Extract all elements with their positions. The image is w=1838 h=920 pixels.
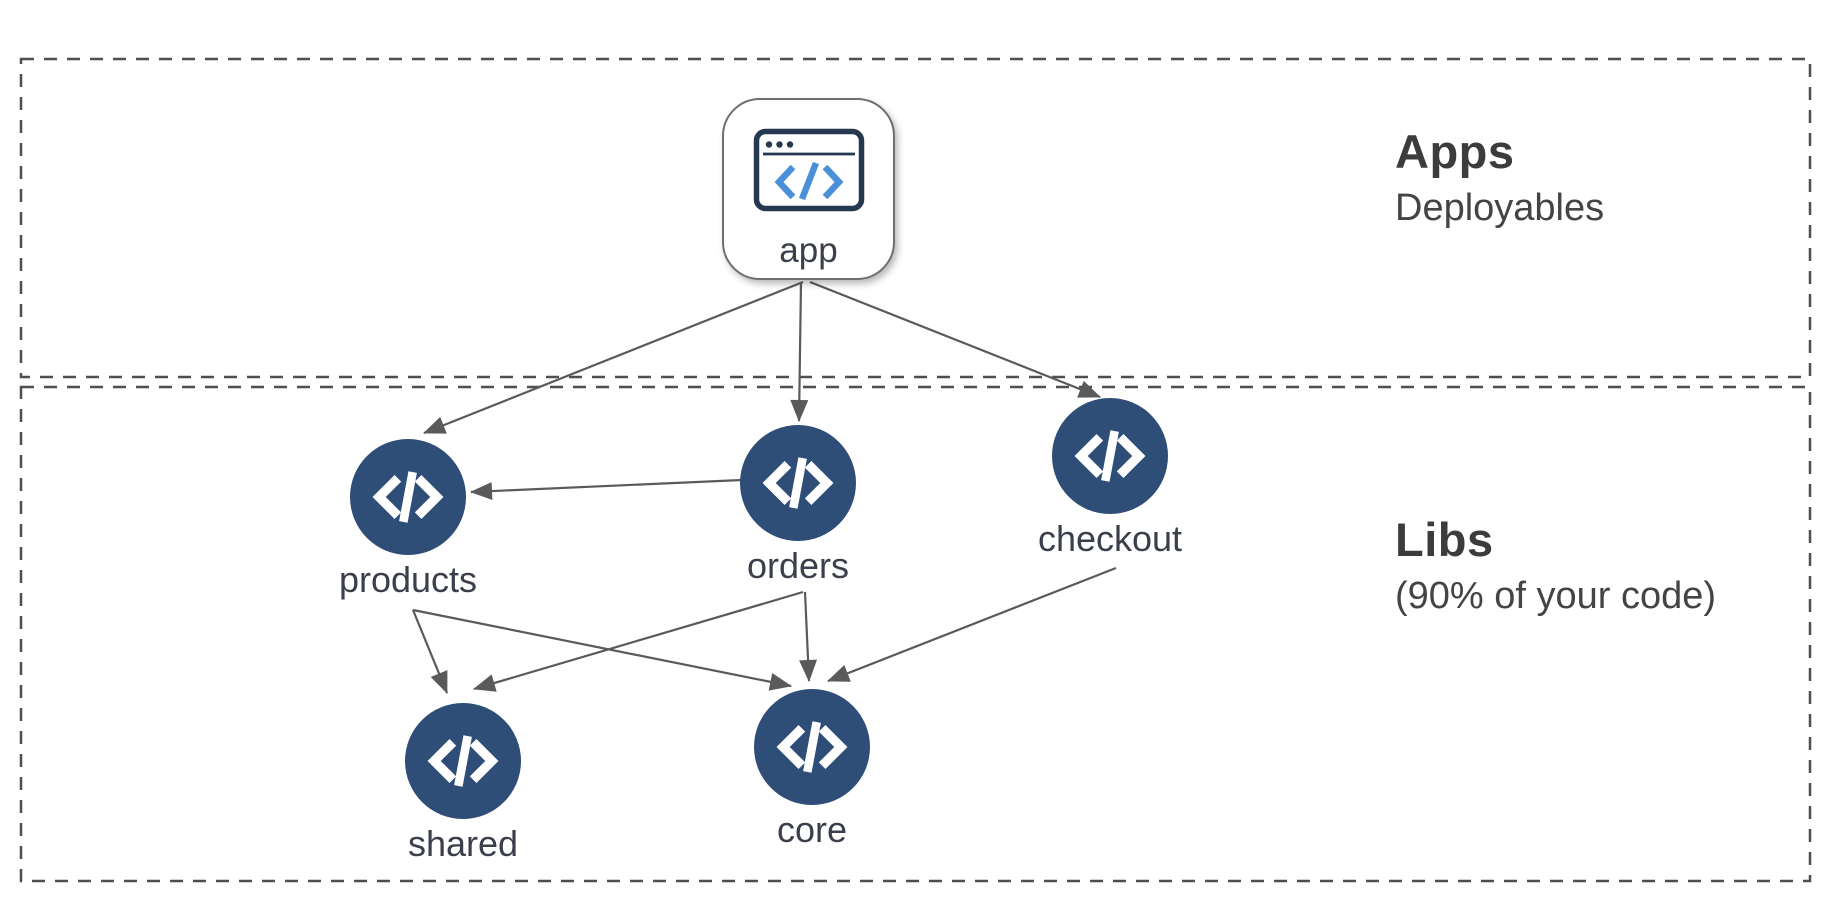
node-core: core [754,689,870,850]
apps-section-border [19,57,1812,379]
code-icon [350,439,466,555]
libs-section-subtitle: (90% of your code) [1395,574,1717,617]
code-icon [740,425,856,541]
node-label: orders [746,545,850,586]
edge-products-core [412,608,792,691]
edge-orders-core [799,591,818,682]
node-products: products [339,439,477,600]
libs-section-border [19,385,1812,883]
edge-products-shared [411,609,449,694]
browser-code-icon [753,128,865,217]
node-label: products [338,559,478,600]
node-app: app [722,98,895,280]
node-label: checkout [1037,518,1183,559]
node-label: core [776,809,848,850]
node-app-label: app [779,231,838,270]
edge-app-orders [790,281,809,422]
edge-orders-shared [473,590,804,692]
libs-section-label: Libs (90% of your code) [1395,513,1717,619]
apps-section-title: Apps [1395,125,1515,178]
code-icon [754,689,870,805]
apps-section-subtitle: Deployables [1395,186,1605,229]
node-label: shared [407,823,519,864]
node-shared: shared [405,703,521,864]
edge-orders-products [470,478,743,501]
edge-checkout-core [827,566,1117,683]
code-icon [1052,398,1168,514]
apps-section-label: Apps Deployables [1395,125,1605,231]
libs-section-title: Libs [1395,513,1494,566]
node-orders: orders [740,425,856,586]
edge-app-checkout [809,280,1101,399]
edge-app-products [423,280,804,435]
code-icon [405,703,521,819]
node-checkout: checkout [1038,398,1182,559]
